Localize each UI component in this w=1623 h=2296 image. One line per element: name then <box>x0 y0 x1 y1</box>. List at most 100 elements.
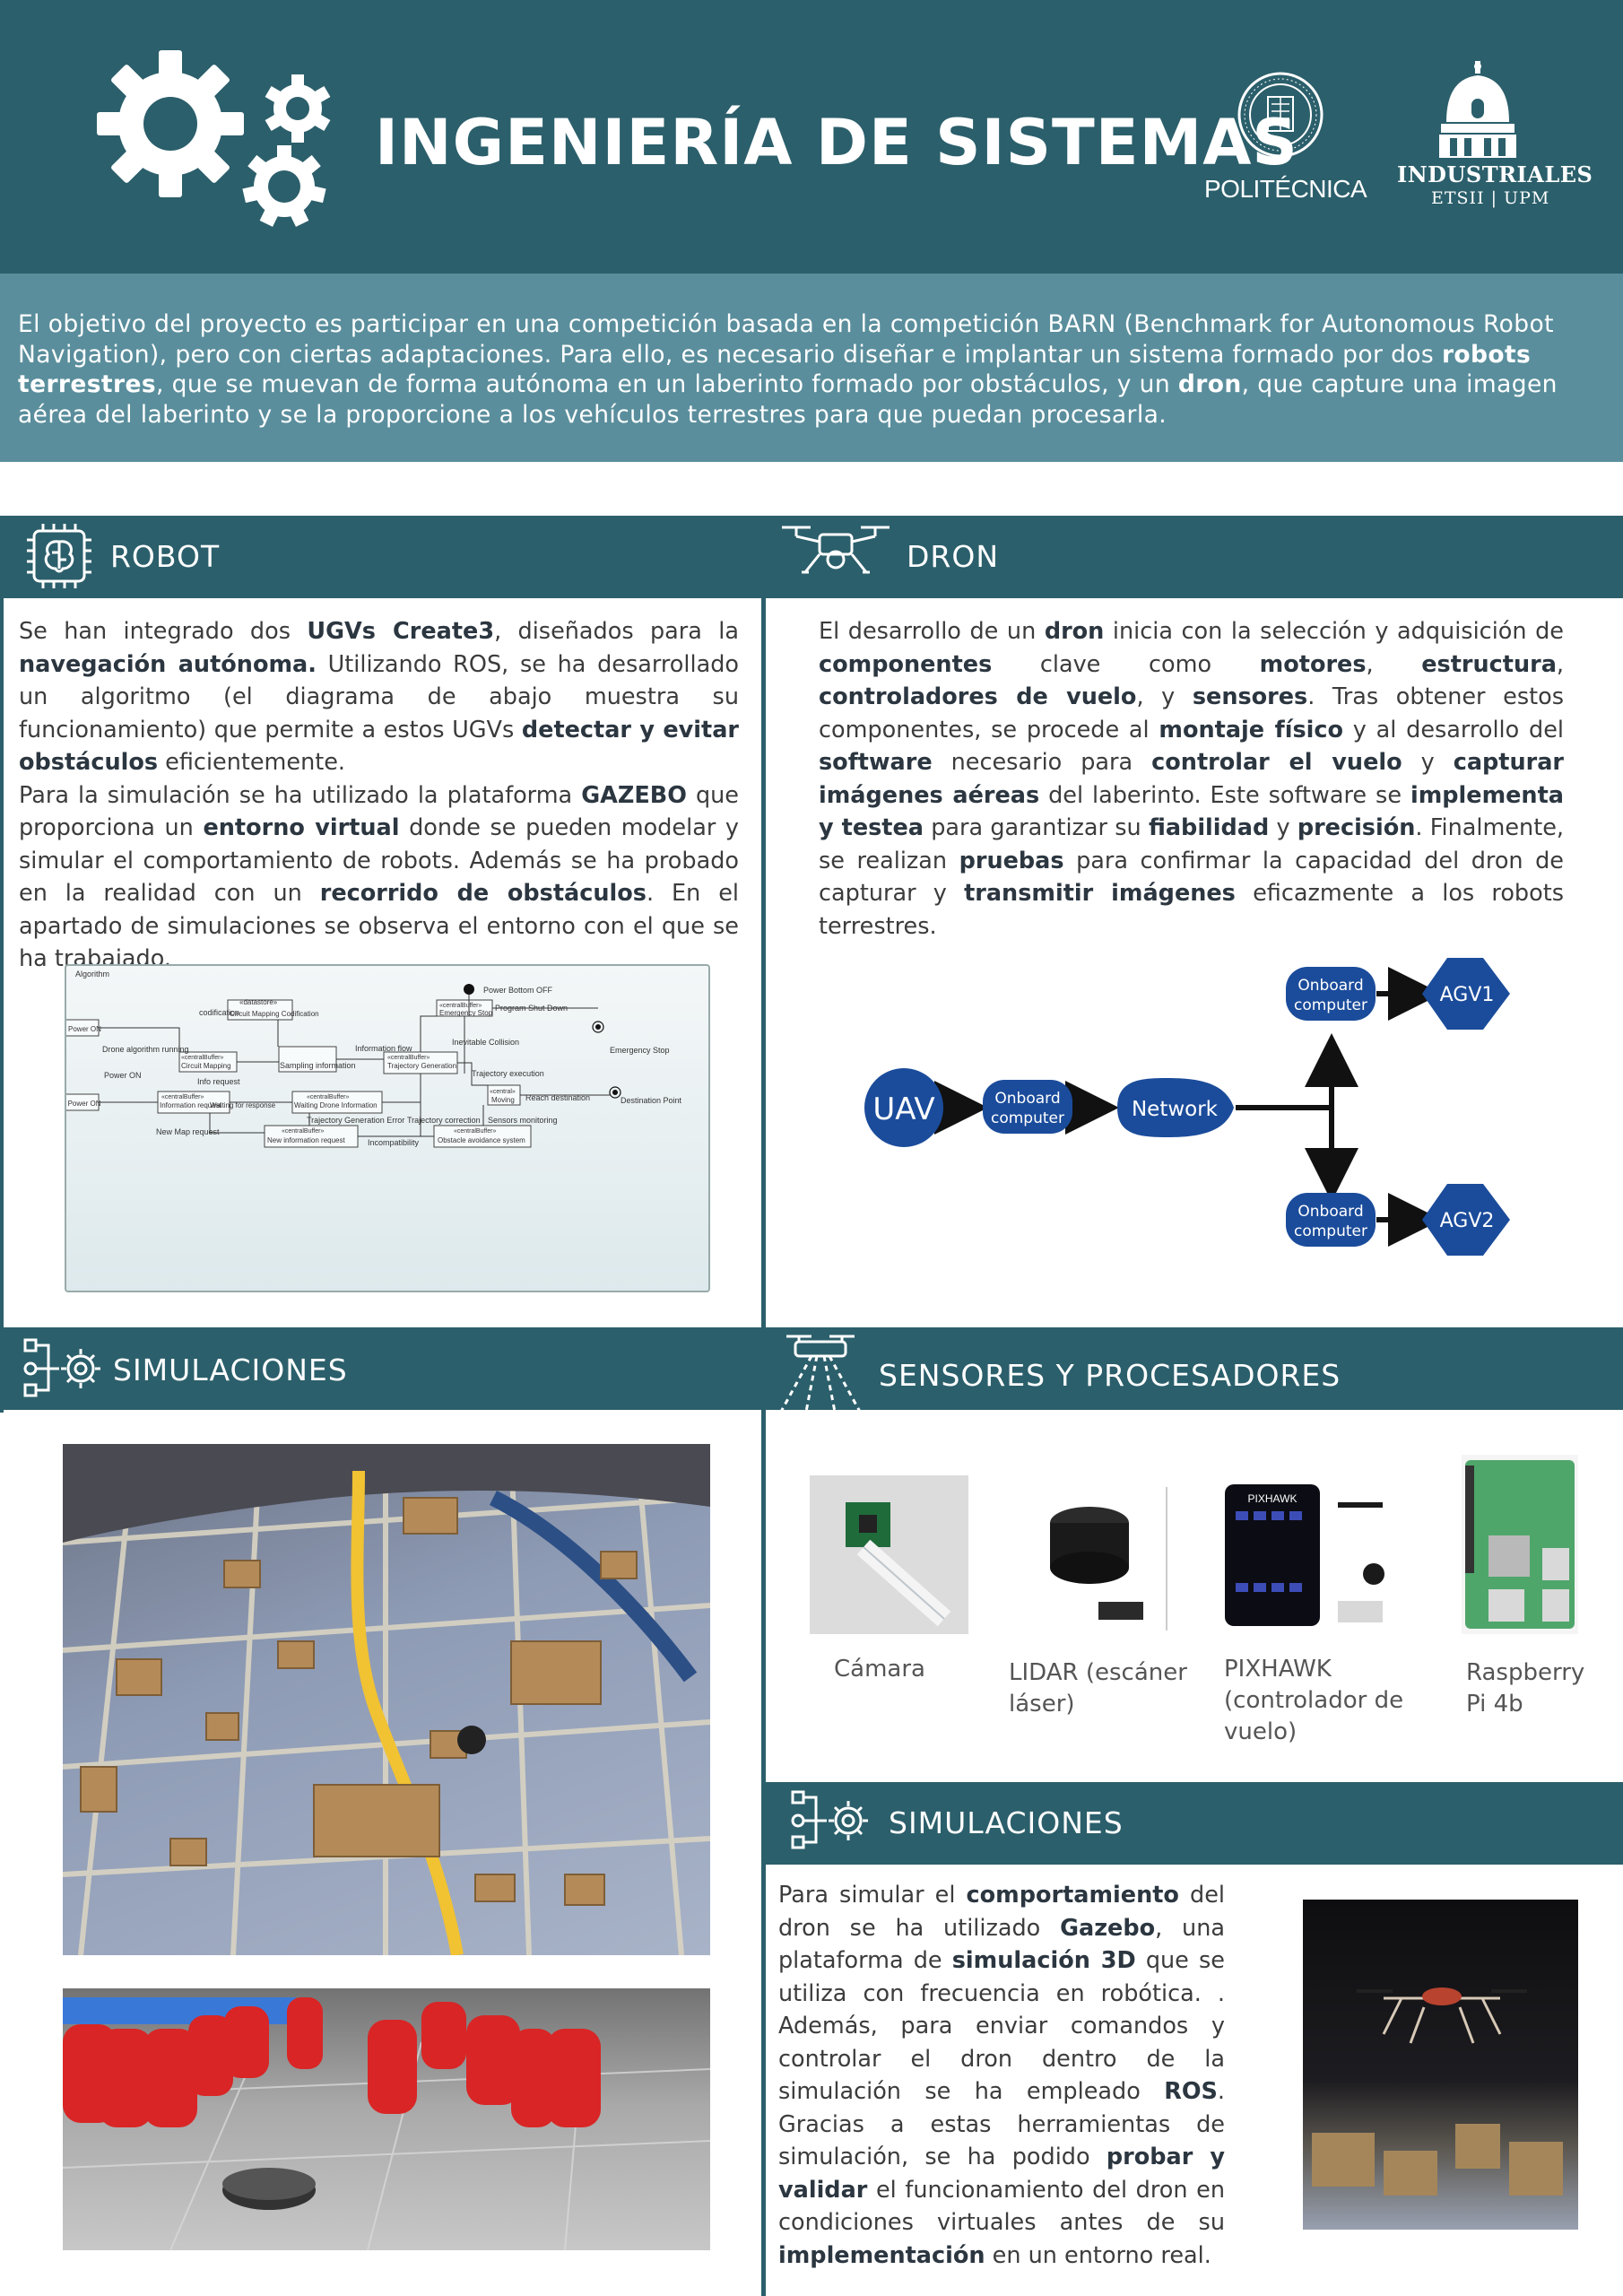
svg-text:Program Shut Down: Program Shut Down <box>495 1004 568 1013</box>
svg-text:PIXHAWK: PIXHAWK <box>1248 1492 1298 1505</box>
upm-seal-logo <box>1237 72 1324 158</box>
circuit-mapping-codification-node <box>278 1046 337 1073</box>
svg-text:Trajectory Generation Error: Trajectory Generation Error <box>307 1116 404 1125</box>
page-title: INGENIERÍA DE SISTEMAS <box>375 106 1298 179</box>
new-information-request-node <box>264 1125 359 1148</box>
dron-heading: DRON <box>907 539 999 574</box>
svg-text:Onboard: Onboard <box>1298 1203 1363 1221</box>
onboard-computer-uav-node <box>983 1080 1072 1134</box>
trajectory-generation-node <box>383 1051 458 1074</box>
network-diagram: UAV Onboard computer Network Onboard com… <box>864 958 1510 1256</box>
svg-text:New information request: New information request <box>267 1136 345 1144</box>
algorithm-diagram-title: Algorithm <box>75 970 109 978</box>
onboard-computer-agv2-node <box>1286 1193 1376 1247</box>
svg-text:Sampling information: Sampling information <box>280 1061 356 1070</box>
header-banner <box>0 0 1623 274</box>
dron-text: El desarrollo de un dron inicia con la s… <box>819 618 1565 940</box>
svg-text:«centralBuffer»: «centralBuffer» <box>307 1094 349 1100</box>
agv2-node <box>1422 1184 1510 1256</box>
raspberry-pi-photo <box>1462 1455 1578 1634</box>
robot-left-border <box>0 516 4 1413</box>
pixhawk-label: PIXHAWK (controlador de vuelo) <box>1224 1656 1404 1745</box>
maze-photo <box>63 1444 710 1955</box>
svg-text:computer: computer <box>1294 996 1367 1014</box>
camera-photo <box>810 1475 968 1634</box>
intro-band <box>0 274 1623 462</box>
svg-text:UAV: UAV <box>872 1091 934 1127</box>
drone-flight-photo <box>1303 1900 1578 2230</box>
svg-text:Onboard: Onboard <box>1298 977 1363 995</box>
onboard-computer-agv1-node <box>1286 967 1376 1021</box>
simulaciones-right-text: Para simular el comportamiento del dron … <box>778 1882 1225 2269</box>
svg-text:Waiting for response: Waiting for response <box>210 1101 276 1109</box>
svg-text:Drone Power ON: Drone Power ON <box>66 1025 101 1033</box>
svg-text:«datastore»: «datastore» <box>239 998 278 1006</box>
svg-text:«centralBuffer»: «centralBuffer» <box>181 1055 223 1061</box>
politecnica-logo-text: POLITÉCNICA <box>1204 175 1367 203</box>
lidar-photo <box>1050 1487 1167 1631</box>
svg-text:New Map request: New Map request <box>156 1127 220 1136</box>
agv1-node <box>1422 958 1510 1030</box>
svg-text:Sensors monitoring: Sensors monitoring <box>488 1116 558 1125</box>
svg-text:Information request: Information request <box>160 1101 222 1109</box>
drone-scan-icon <box>779 1335 862 1413</box>
svg-text:Info request: Info request <box>197 1077 240 1086</box>
industriales-logo-text: INDUSTRIALES <box>1397 161 1593 187</box>
svg-text:Circuit Mapping: Circuit Mapping <box>181 1062 231 1070</box>
settings-flow-icon <box>791 1790 868 1849</box>
svg-text:Obstacle avoidance system: Obstacle avoidance system <box>438 1136 525 1144</box>
sensores-heading: SENSORES Y PROCESADORES <box>879 1358 1341 1393</box>
svg-text:Emergency Stop: Emergency Stop <box>610 1046 670 1055</box>
obstacle-avoidance-node <box>433 1125 532 1148</box>
svg-text:Emergency Stop: Emergency Stop <box>439 1009 493 1017</box>
svg-text:Circuit Mapping Codification: Circuit Mapping Codification <box>230 1010 319 1018</box>
svg-text:Power Bottom OFF: Power Bottom OFF <box>483 986 553 995</box>
initial-node <box>464 984 474 995</box>
lidar-label: LIDAR (escáner láser) <box>1009 1659 1187 1718</box>
svg-text:«centralBuffer»: «centralBuffer» <box>439 1003 482 1009</box>
svg-text:«centralBuffer»: «centralBuffer» <box>161 1094 204 1100</box>
robot-text: Se han integrado dos UGVs Create3, diseñ… <box>19 618 739 972</box>
simulaciones-right-heading: SIMULACIONES <box>889 1805 1124 1840</box>
svg-text:Onboard: Onboard <box>994 1090 1060 1108</box>
brain-chip-icon <box>27 524 91 588</box>
settings-flow-icon <box>23 1338 100 1397</box>
svg-text:«centralBuffer»: «centralBuffer» <box>282 1128 324 1135</box>
svg-text:Trajectory Generation: Trajectory Generation <box>387 1062 456 1070</box>
datastore-node <box>227 999 293 1021</box>
svg-text:Information flow: Information flow <box>355 1044 412 1053</box>
industriales-logo-subtext: ETSII | UPM <box>1431 188 1550 208</box>
simulaciones-left-heading: SIMULACIONES <box>113 1352 348 1387</box>
gears-icon <box>97 50 331 227</box>
svg-text:Destination Point: Destination Point <box>621 1096 682 1105</box>
intro-paragraph: El objetivo del proyecto es participar e… <box>18 310 1558 429</box>
svg-text:Trajectory correction: Trajectory correction <box>407 1116 481 1125</box>
pixhawk-photo: PIXHAWK <box>1225 1484 1384 1626</box>
algorithm-diagram: Algorithm Power Bott <box>44 964 710 1292</box>
top-section-bar <box>0 516 1623 598</box>
network-node <box>1117 1078 1234 1137</box>
svg-text:«centralBuffer»: «centralBuffer» <box>387 1055 430 1061</box>
simulaciones-right-bar <box>766 1782 1623 1865</box>
svg-text:«centralBuffer»: «centralBuffer» <box>454 1128 496 1135</box>
svg-text:Waiting Drone Information: Waiting Drone Information <box>294 1101 378 1109</box>
svg-text:AGV2: AGV2 <box>1440 1210 1495 1232</box>
svg-text:Inevitable Collision: Inevitable Collision <box>452 1038 519 1047</box>
svg-text:Reach destination: Reach destination <box>525 1093 590 1102</box>
svg-text:Power ON: Power ON <box>104 1071 142 1080</box>
svg-text:Moving: Moving <box>491 1096 515 1104</box>
gazebo-simulation-image <box>63 1988 710 2250</box>
industriales-dome-logo <box>1439 61 1516 158</box>
svg-text:Robot Power ON: Robot Power ON <box>66 1100 101 1108</box>
camera-label: Cámara <box>834 1656 925 1683</box>
svg-text:computer: computer <box>1294 1222 1367 1240</box>
svg-text:AGV1: AGV1 <box>1440 984 1495 1006</box>
svg-text:Network: Network <box>1132 1098 1219 1121</box>
robot-heading: ROBOT <box>110 539 221 574</box>
svg-text:«central»: «central» <box>490 1089 516 1095</box>
svg-text:Drone algorithm running: Drone algorithm running <box>102 1045 189 1054</box>
svg-text:computer: computer <box>991 1109 1064 1127</box>
drone-icon <box>782 526 890 574</box>
svg-text:codification: codification <box>199 1008 239 1017</box>
svg-text:Incompatibility: Incompatibility <box>368 1138 420 1147</box>
